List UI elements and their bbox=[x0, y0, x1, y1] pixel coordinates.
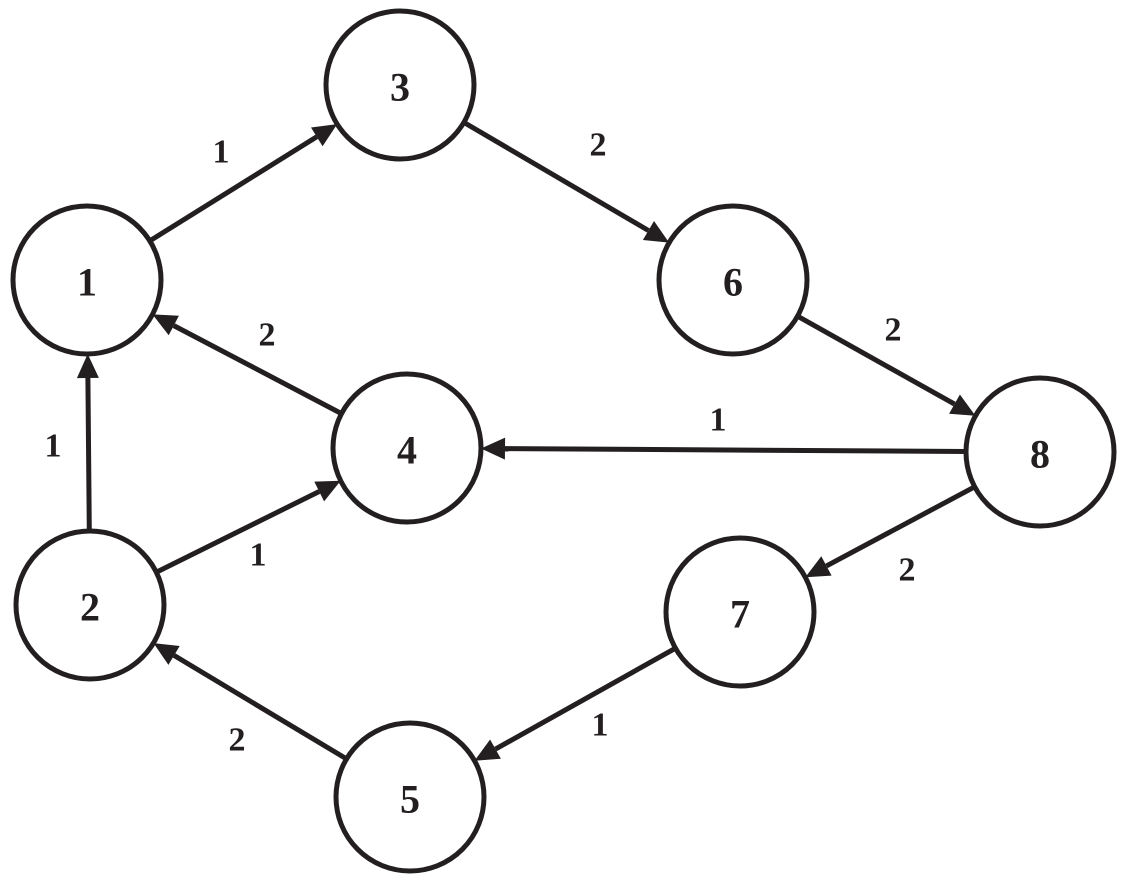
node-label: 1 bbox=[77, 260, 97, 305]
node-5: 5 bbox=[333, 720, 487, 874]
edge-weight: 1 bbox=[213, 134, 230, 171]
node-6: 6 bbox=[656, 203, 810, 357]
arrowhead bbox=[311, 124, 338, 147]
edge-weight: 1 bbox=[250, 537, 267, 574]
edge-2-to-1: 1 bbox=[45, 354, 99, 532]
edge-weight: 2 bbox=[590, 127, 607, 164]
arrowhead bbox=[642, 221, 670, 243]
edge-weight: 1 bbox=[592, 707, 609, 744]
edge-3-to-6: 2 bbox=[462, 120, 670, 243]
edge-line bbox=[504, 446, 967, 454]
edge-line bbox=[494, 646, 677, 752]
edge-line bbox=[172, 653, 348, 762]
node-circle bbox=[323, 8, 477, 162]
node-7: 7 bbox=[663, 535, 817, 689]
node-label: 2 bbox=[80, 585, 100, 630]
node-3: 3 bbox=[323, 8, 477, 162]
node-circle bbox=[330, 371, 484, 525]
arrowhead bbox=[152, 314, 179, 336]
arrowhead bbox=[949, 394, 976, 416]
node-label: 7 bbox=[730, 592, 750, 637]
arrowhead bbox=[314, 480, 341, 502]
edge-8-to-7: 2 bbox=[805, 484, 976, 589]
node-circle bbox=[333, 720, 487, 874]
edge-weight: 2 bbox=[229, 722, 246, 759]
edge-8-to-4: 1 bbox=[481, 402, 967, 460]
edge-6-to-8: 2 bbox=[796, 312, 976, 416]
node-label: 3 bbox=[390, 65, 410, 110]
node-label: 8 bbox=[1030, 432, 1050, 477]
edge-line bbox=[85, 377, 92, 532]
edge-weight: 1 bbox=[710, 402, 727, 439]
edge-weight: 1 bbox=[45, 428, 62, 465]
arrowhead bbox=[481, 437, 506, 460]
edge-line bbox=[825, 484, 976, 569]
node-circle bbox=[963, 375, 1117, 529]
edge-5-to-2: 2 bbox=[153, 643, 348, 762]
edge-1-to-3: 1 bbox=[148, 124, 338, 244]
arrowhead bbox=[153, 643, 180, 665]
edge-weight: 2 bbox=[899, 552, 916, 589]
arrowhead bbox=[76, 354, 99, 379]
arrowhead bbox=[805, 556, 832, 578]
node-circle bbox=[663, 535, 817, 689]
edge-weight: 2 bbox=[259, 317, 276, 354]
node-label: 6 bbox=[723, 260, 743, 305]
edge-4-to-1: 2 bbox=[152, 314, 343, 416]
edge-7-to-5: 1 bbox=[474, 646, 677, 761]
node-label: 4 bbox=[397, 428, 417, 473]
arrowhead bbox=[474, 739, 501, 761]
node-2: 2 bbox=[13, 528, 167, 682]
edge-line bbox=[462, 120, 650, 233]
node-circle bbox=[13, 528, 167, 682]
edge-2-to-4: 1 bbox=[155, 480, 341, 575]
node-circle bbox=[10, 203, 164, 357]
edge-line bbox=[148, 134, 319, 244]
node-4: 4 bbox=[330, 371, 484, 525]
node-8: 8 bbox=[963, 375, 1117, 529]
node-1: 1 bbox=[10, 203, 164, 357]
edge-line bbox=[172, 323, 343, 416]
edge-weight: 2 bbox=[885, 312, 902, 349]
node-label: 5 bbox=[400, 777, 420, 822]
edges-layer: 1 2 2 2 1 1 1 2 1 2 bbox=[45, 120, 976, 762]
edge-line bbox=[155, 489, 321, 575]
edge-line bbox=[796, 314, 956, 407]
nodes-layer: 1 2 3 4 5 6 7 8 bbox=[10, 8, 1117, 874]
node-circle bbox=[656, 203, 810, 357]
